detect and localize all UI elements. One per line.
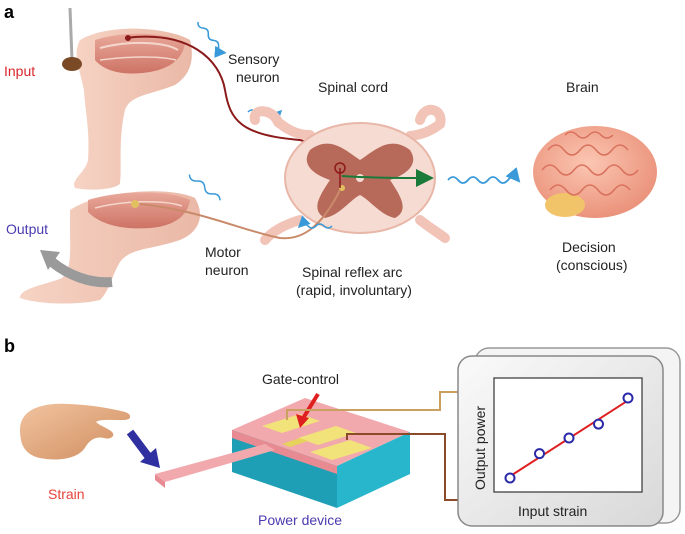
output-motion-arrow	[48, 258, 113, 288]
strain-arrow-head	[140, 448, 160, 468]
output-label: Output	[6, 221, 48, 237]
cord-to-motor-wave	[297, 215, 333, 229]
spinal-cord-label: Spinal cord	[318, 79, 388, 95]
input-label: Input	[4, 63, 35, 79]
motor-nerve-path	[139, 189, 341, 240]
hand-illustration	[20, 403, 131, 460]
spinal-cord-illustration	[249, 105, 450, 245]
gate-control-arrow-shaft	[300, 392, 320, 422]
reflex-arc-label-line1: Spinal reflex arc	[302, 264, 402, 280]
strain-label: Strain	[48, 486, 85, 502]
panel-b-letter: b	[4, 336, 15, 356]
sensory-neuron-label-line1: Sensory	[228, 51, 279, 67]
upper-leg-illustration	[74, 28, 192, 190]
output-arrow-head	[40, 250, 60, 270]
decision-label-line2: (conscious)	[556, 257, 628, 273]
gate-control-label: Gate-control	[262, 371, 339, 387]
motor-neuron-label-line1: Motor	[205, 244, 241, 260]
brain-illustration	[533, 126, 657, 218]
gate-control-arrow-head	[296, 414, 309, 428]
data-point	[622, 392, 634, 404]
data-point	[534, 448, 545, 460]
data-point	[563, 432, 575, 444]
strain-arrow-shaft	[126, 429, 152, 459]
reflex-arc-label-line2: (rapid, involuntary)	[296, 282, 412, 298]
power-device-label: Power device	[258, 512, 342, 528]
plot-xlabel: Input strain	[518, 503, 587, 519]
data-point	[504, 472, 516, 484]
motor-neuron-label-line2: neuron	[205, 262, 249, 278]
cord-to-brain-wave	[447, 167, 521, 184]
pin-stimulus-icon	[62, 7, 82, 71]
sensory-neuron-label-line2: neuron	[236, 69, 280, 85]
data-point	[593, 418, 604, 430]
sensory-signal-wave	[197, 21, 227, 58]
plot-marks	[504, 392, 634, 484]
motor-signal-wave	[188, 174, 221, 201]
decision-label-line1: Decision	[562, 239, 616, 255]
panel-a-letter: a	[4, 2, 15, 22]
wire-output	[346, 433, 458, 501]
plot-ylabel: Output power	[472, 406, 488, 490]
wire-gate	[286, 391, 458, 420]
sensory-receptor	[125, 35, 131, 41]
ascending-signal-arrow	[341, 168, 434, 187]
power-device-illustration	[155, 398, 410, 508]
brain-label: Brain	[566, 79, 599, 95]
